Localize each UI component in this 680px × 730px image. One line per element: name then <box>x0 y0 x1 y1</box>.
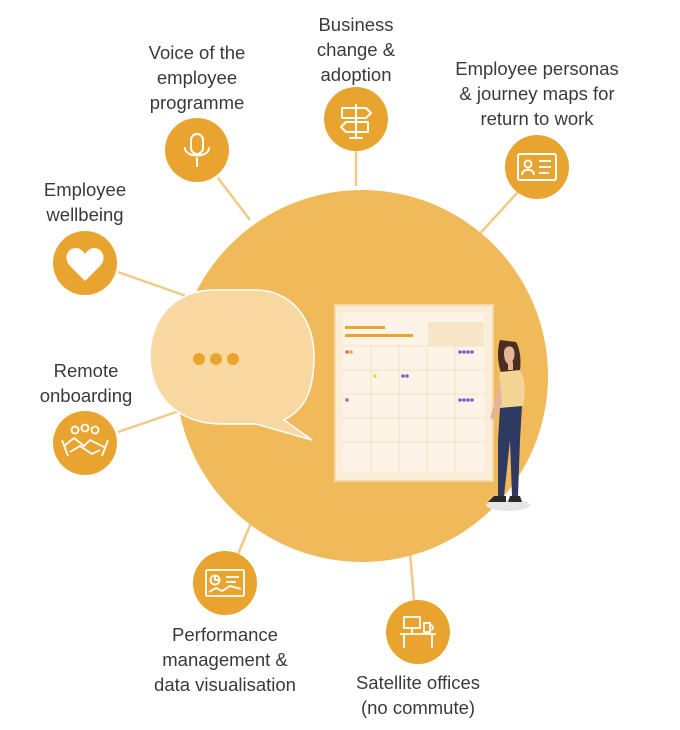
node-satellite-offices <box>386 600 450 664</box>
label-business-change: Business change & adoption <box>316 14 396 85</box>
node-voice-of-employee <box>165 118 229 182</box>
bubble-dot <box>193 353 205 365</box>
microphone-icon <box>184 133 210 167</box>
label-voice-of-employee: Voice of the employee programme <box>148 42 246 113</box>
calendar-board <box>334 304 494 482</box>
node-performance <box>193 551 257 615</box>
desk-icon <box>400 616 436 648</box>
connector-personas <box>473 191 519 241</box>
speech-bubble <box>149 289 315 441</box>
handshake-icon <box>61 423 109 457</box>
dashboard-icon <box>205 569 245 597</box>
woman-figure <box>486 340 530 511</box>
connector-voice-of-employee <box>217 177 251 221</box>
label-personas: Employee personas & journey maps for ret… <box>455 58 619 129</box>
signpost-icon <box>340 104 372 139</box>
bubble-dot <box>210 353 222 365</box>
node-wellbeing <box>53 231 117 295</box>
node-remote-onboarding <box>53 411 117 475</box>
heart-icon <box>66 248 104 281</box>
label-performance: Performance management & data visualisat… <box>154 624 296 695</box>
node-personas <box>505 135 569 199</box>
connector-wellbeing <box>117 270 187 298</box>
connector-remote-onboarding <box>117 408 183 434</box>
label-wellbeing: Employee wellbeing <box>43 179 127 225</box>
bubble-dot <box>227 353 239 365</box>
id-card-icon <box>517 153 557 181</box>
label-remote-onboarding: Remote onboarding <box>39 360 133 406</box>
node-business-change <box>324 87 388 151</box>
label-satellite-offices: Satellite offices (no commute) <box>355 672 481 718</box>
